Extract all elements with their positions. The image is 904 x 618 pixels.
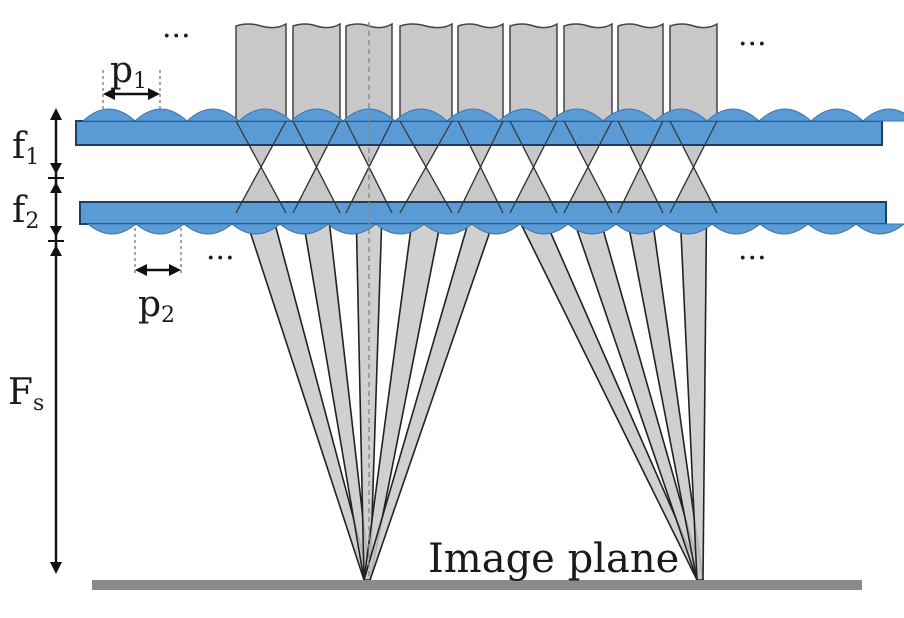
- cross-edge: [292, 120, 341, 214]
- image-plane-bar: [92, 580, 862, 590]
- cross-edge: [669, 120, 718, 214]
- lenslet-bottom: [854, 223, 904, 235]
- input-channel: [235, 22, 287, 122]
- input-channel: [509, 22, 558, 122]
- lenslet-top: [757, 108, 813, 122]
- lenslet-top: [81, 108, 137, 122]
- cross-edge: [509, 120, 558, 214]
- image-plane-label: Image plane: [428, 536, 679, 582]
- f2-label: f2: [12, 190, 39, 234]
- cross-edge: [235, 120, 287, 214]
- lenslet-bottom: [710, 223, 762, 235]
- lenslet-plate-1: [75, 120, 883, 146]
- input-channel: [292, 22, 341, 122]
- ellipsis-top-left: ···: [162, 19, 191, 54]
- cross-edge: [399, 120, 453, 214]
- lenslet-top: [133, 108, 189, 122]
- lenslet-bottom: [806, 223, 858, 235]
- ellipsis-mid-left: ···: [206, 241, 235, 276]
- pitch-p2-annotation: p2: [134, 228, 182, 328]
- light-beams: [234, 22, 718, 581]
- input-channel: [669, 22, 718, 122]
- lenslet-bottom: [758, 223, 810, 235]
- lenslet-array-2: [79, 201, 904, 235]
- lenslet-plate-2: [79, 201, 887, 225]
- fs-label: Fs: [8, 372, 44, 416]
- input-channel: [457, 22, 504, 122]
- pitch-p1-annotation: p1: [102, 50, 161, 112]
- ellipsis-top-right: ···: [738, 27, 767, 62]
- lenslet-bottom: [134, 223, 186, 235]
- input-channel: [617, 22, 664, 122]
- input-channel: [563, 22, 613, 122]
- lenslet-bottom: [86, 223, 138, 235]
- p1-label: p1: [110, 50, 147, 94]
- lenslets-bottom: [86, 223, 904, 235]
- beam-edges: [235, 22, 718, 580]
- input-channel: [399, 22, 453, 122]
- cross-edge: [457, 120, 504, 214]
- lenslets-top: [81, 108, 904, 122]
- cross-edge: [617, 120, 664, 214]
- lenslet-bottom: [614, 223, 666, 235]
- lenslet-bottom: [566, 223, 618, 235]
- p2-label: p2: [138, 284, 175, 328]
- lenslet-bottom: [182, 223, 234, 235]
- input-channel: [345, 22, 393, 122]
- f1-label: f1: [12, 126, 39, 170]
- focal-dimension-line: [48, 108, 64, 574]
- lenslet-top: [185, 108, 241, 122]
- lenslet-top: [809, 108, 865, 122]
- ellipsis-mid-right: ···: [738, 241, 767, 276]
- lenslet-top: [861, 108, 904, 122]
- lenslet-array-1: [75, 108, 904, 146]
- cross-edge: [563, 120, 613, 214]
- beam-to-image: [246, 222, 372, 581]
